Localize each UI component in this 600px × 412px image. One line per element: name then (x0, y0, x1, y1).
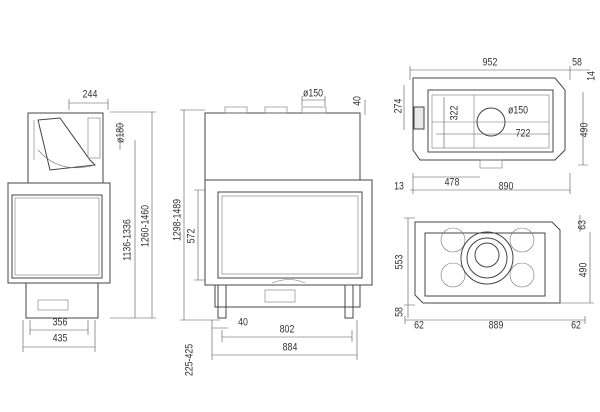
dim-side-height-total: 1260-1460 (139, 204, 152, 248)
dim-top-flue-diameter: ø150 (507, 104, 529, 117)
dim-front-flue-diameter: ø150 (302, 87, 324, 100)
dim-bottom-right: 62 (571, 319, 581, 332)
dim-bottom-width: 889 (488, 319, 504, 332)
dim-side-top-width: 244 (82, 88, 98, 101)
top-plan-view (403, 66, 590, 194)
dim-top-body-width: 890 (498, 180, 514, 193)
dim-top-inner-width: 722 (515, 127, 531, 140)
dim-bottom-left: 62 (414, 319, 424, 332)
dim-front-glass-height: 572 (185, 228, 198, 244)
dim-front-total-width: 884 (282, 341, 298, 354)
dim-front-total-height: 1298-1489 (171, 198, 184, 242)
dim-front-leg-height: 225-425 (183, 343, 196, 377)
dim-top-flue-offset: 478 (444, 176, 460, 189)
dim-top-depth: 490 (578, 122, 591, 138)
front-view (180, 96, 373, 360)
dim-front-leg-offset: 40 (238, 316, 248, 329)
dim-front-glass-width: 802 (279, 323, 295, 336)
dim-top-offset: 13 (394, 180, 404, 193)
dim-side-height-outlet: 1136-1336 (121, 219, 134, 261)
dim-top-width: 952 (482, 56, 498, 69)
dim-side-base-inner: 356 (52, 316, 68, 329)
dim-bottom-right-depth: 490 (577, 262, 590, 278)
dim-bottom-top-right: 63 (576, 220, 589, 230)
dim-side-base-outer: 435 (52, 332, 68, 345)
dim-top-corner: 58 (572, 56, 582, 69)
dim-side-flue-diameter: ø180 (114, 122, 127, 144)
dim-top-inner-depth: 322 (448, 105, 461, 121)
dim-top-left-depth: 274 (392, 98, 405, 114)
dim-front-top-offset: 40 (351, 96, 364, 106)
dim-bottom-depth: 553 (393, 254, 406, 270)
bottom-plan-view (404, 215, 594, 324)
dim-top-corner-small: 14 (585, 71, 598, 81)
dim-bottom-front: 58 (393, 307, 406, 317)
side-view (7, 99, 156, 352)
